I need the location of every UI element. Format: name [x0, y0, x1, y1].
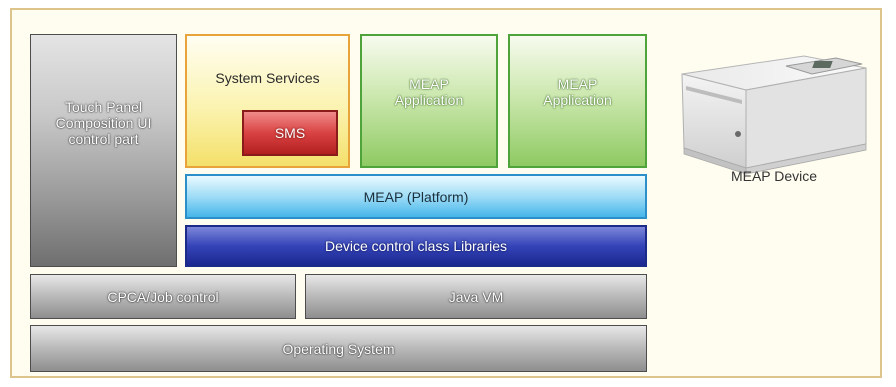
printer-icon: [681, 55, 867, 175]
java-vm-label: Java VM: [448, 288, 504, 305]
meap-application-box-2: MEAP Application: [508, 34, 647, 168]
sms-box: SMS: [242, 110, 338, 156]
java-vm-box: Java VM: [305, 274, 647, 319]
touch-panel-label: Touch Panel Composition UI control part: [55, 99, 152, 147]
sms-label: SMS: [274, 125, 306, 141]
meap-platform-label: MEAP (Platform): [363, 188, 469, 205]
meap-application-label-2: MEAP Application: [543, 76, 612, 108]
meap-device-label: MEAP Device: [730, 168, 818, 184]
device-control-libraries-box: Device control class Libraries: [185, 225, 647, 267]
meap-application-label-1: MEAP Application: [394, 76, 464, 108]
device-control-libraries-label: Device control class Libraries: [324, 238, 508, 254]
operating-system-label: Operating System: [282, 340, 395, 357]
meap-platform-box: MEAP (Platform): [185, 174, 647, 219]
touch-panel-box: Touch Panel Composition UI control part: [30, 34, 177, 267]
operating-system-box: Operating System: [30, 325, 647, 372]
system-services-label: System Services: [215, 70, 320, 86]
cpca-job-control-label: CPCA/Job control: [107, 288, 219, 305]
meap-application-box-1: MEAP Application: [360, 34, 498, 168]
cpca-job-control-box: CPCA/Job control: [30, 274, 296, 319]
